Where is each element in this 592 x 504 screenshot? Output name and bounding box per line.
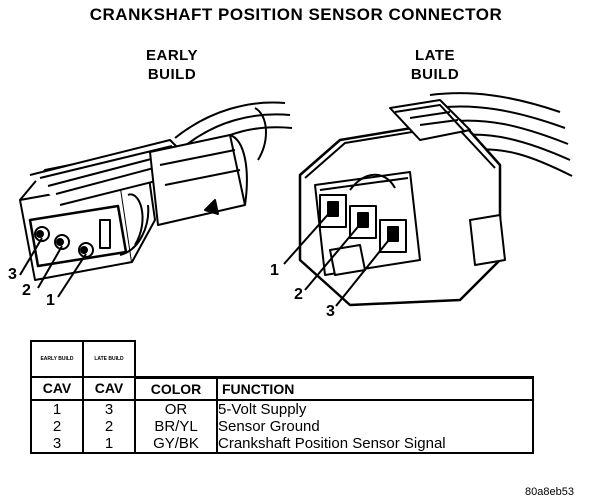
early-build-caption: EARLY BUILD (30, 340, 84, 378)
early-pin-label-3: 3 (8, 266, 17, 283)
diagram-title: CRANKSHAFT POSITION SENSOR CONNECTOR (89, 5, 503, 24)
function-column: 5-Volt Supply Sensor Ground Crankshaft P… (216, 398, 534, 454)
header-late-cav: CAV (82, 376, 136, 401)
early-build-label-line2: BUILD (147, 66, 197, 83)
late-pin-label-3: 3 (326, 303, 335, 320)
table-cell: GY/BK (153, 434, 199, 452)
table-cell: Sensor Ground (218, 417, 320, 435)
late-pin-label-2: 2 (294, 286, 303, 303)
table-cell: 1 (104, 434, 114, 452)
table-body: 1 2 3 3 2 1 OR BR/YL GY/BK 5-Volt Supply… (30, 398, 534, 454)
early-build-label-line1: EARLY (146, 47, 198, 64)
connector-illustration (19, 92, 573, 307)
late-connector-drawing (283, 92, 573, 307)
early-cav-column: 1 2 3 (30, 398, 84, 454)
early-connector-drawing (19, 101, 293, 298)
early-build-label: EARLY BUILD (122, 46, 222, 84)
late-build-caption: LATE BUILD (82, 340, 136, 378)
table-cell: Crankshaft Position Sensor Signal (218, 434, 446, 452)
table-cell: 2 (52, 417, 62, 435)
table-cell: 1 (52, 400, 62, 418)
early-pin-label-1: 1 (46, 292, 55, 309)
table-cell: 5-Volt Supply (218, 400, 307, 418)
header-function: FUNCTION (216, 376, 534, 401)
header-early-cav: CAV (30, 376, 84, 401)
late-pin-label-1: 1 (270, 262, 279, 279)
late-build-label-line2: BUILD (410, 66, 460, 83)
header-color: COLOR (134, 376, 218, 401)
pinout-table: EARLY BUILD LATE BUILD CAV CAV COLOR FUN… (30, 340, 534, 454)
table-header-row: CAV CAV COLOR FUNCTION (30, 376, 534, 401)
late-cav-column: 3 2 1 (82, 398, 136, 454)
late-cavity-3-drawing (379, 219, 407, 253)
table-cell: BR/YL (154, 417, 198, 435)
table-cell: 2 (104, 417, 114, 435)
color-column: OR BR/YL GY/BK (134, 398, 218, 454)
early-pin-label-2: 2 (22, 282, 31, 299)
late-build-label-line1: LATE (414, 47, 456, 64)
table-cell: OR (164, 400, 188, 418)
table-cell: 3 (52, 434, 62, 452)
late-build-label: LATE BUILD (385, 46, 485, 84)
table-cell: 3 (104, 400, 114, 418)
figure-code: 80a8eb53 (525, 486, 574, 498)
table-caption-row: EARLY BUILD LATE BUILD (30, 340, 533, 379)
